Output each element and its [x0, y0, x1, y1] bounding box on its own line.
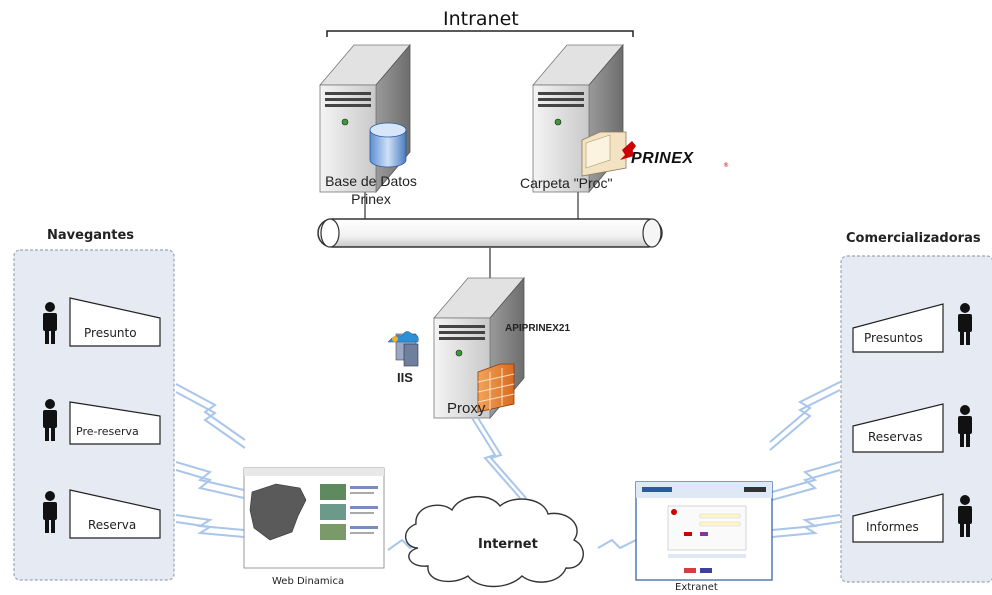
card-reservas — [852, 403, 944, 453]
folder-icon — [581, 131, 627, 177]
card-prereserva — [69, 401, 161, 445]
left-cards — [69, 297, 161, 539]
prinex-logo-icon — [620, 141, 636, 160]
database-icon — [369, 122, 407, 168]
database-label: Base de Datos Prinex — [296, 172, 446, 208]
card-label-reservas: Reservas — [868, 430, 923, 444]
network-bus — [317, 218, 663, 248]
app-server-label: APIPRINEX21 — [505, 323, 571, 334]
person-icon-2 — [43, 399, 57, 441]
prinex-brand: PRINEX — [631, 150, 694, 167]
firewall-icon — [477, 363, 515, 413]
proxy-label: Proxy — [447, 400, 486, 417]
card-label-informes: Informes — [866, 520, 919, 534]
left-user-icons — [43, 302, 57, 533]
spain-map-icon — [249, 483, 307, 541]
iis-label: IIS — [397, 370, 413, 385]
navegantes-title: Navegantes — [47, 228, 135, 243]
extranet-screenshot — [635, 481, 773, 581]
card-label-presuntos: Presuntos — [864, 331, 923, 345]
card-label-presunto: Presunto — [84, 326, 137, 340]
person-icon-5 — [958, 405, 972, 447]
comercializadoras-title: Comercializadoras — [846, 231, 981, 246]
intranet-title: Intranet — [443, 8, 519, 30]
extranet-label: Extranet — [675, 582, 718, 593]
database-label-line2: Prinex — [351, 191, 391, 207]
right-cards — [852, 303, 944, 543]
web-dinamica-screenshot — [243, 467, 385, 569]
person-icon-3 — [43, 491, 57, 533]
card-presunto — [69, 297, 161, 347]
database-label-line1: Base de Datos — [325, 173, 417, 189]
internet-label: Internet — [478, 537, 538, 552]
card-informes — [852, 493, 944, 543]
card-label-reserva: Reserva — [88, 518, 137, 532]
person-icon-6 — [958, 495, 972, 537]
person-icon-1 — [43, 302, 57, 344]
internet-cloud-icon — [405, 495, 584, 588]
prinex-brand-mark: ® — [723, 162, 729, 169]
iis-icon — [387, 331, 419, 367]
web-dinamica-label: Web Dinamica — [272, 576, 345, 587]
lightning-links — [175, 381, 841, 551]
person-icon-4 — [958, 303, 972, 345]
card-reserva — [69, 489, 161, 539]
card-label-prereserva: Pre-reserva — [76, 425, 139, 438]
intranet-bracket — [326, 30, 634, 37]
right-user-icons — [958, 303, 972, 537]
card-presuntos — [852, 303, 944, 353]
folder-label: Carpeta "Proc" — [520, 175, 613, 191]
database-server-icon — [319, 43, 411, 194]
